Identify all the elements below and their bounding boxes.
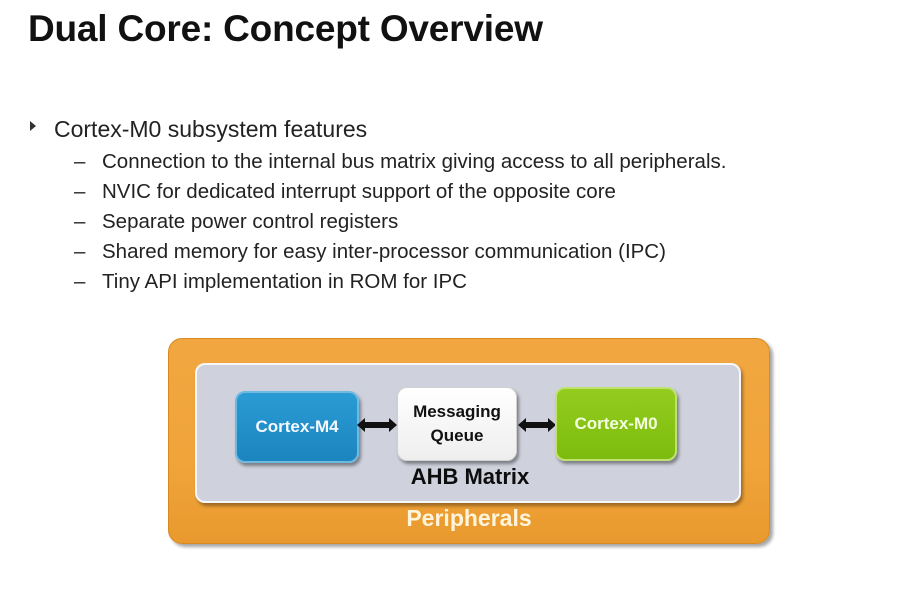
cortex-m4-block: Cortex-M4	[235, 391, 359, 463]
dash-icon: –	[74, 150, 86, 173]
dash-icon: –	[74, 210, 86, 233]
double-arrow-icon	[518, 418, 556, 432]
ahb-matrix-label: AHB Matrix	[410, 464, 530, 489]
sub-bullet-text: Shared memory for easy inter-processor c…	[102, 240, 666, 263]
bullet-text: Cortex-M0 subsystem features	[54, 116, 368, 142]
peripherals-label: Peripherals	[406, 505, 532, 531]
sub-bullet-text: NVIC for dedicated interrupt support of …	[102, 180, 616, 203]
cortex-m0-label: Cortex-M0	[574, 414, 658, 433]
queue-label-line2: Queue	[430, 426, 484, 445]
sub-bullet-text: Tiny API implementation in ROM for IPC	[102, 270, 467, 293]
cortex-m4-label: Cortex-M4	[255, 417, 339, 436]
dash-icon: –	[74, 240, 86, 263]
dual-core-diagram: AHB Matrix Cortex-M4 Messaging Queue Cor…	[168, 338, 772, 546]
cortex-m0-block: Cortex-M0	[555, 387, 677, 461]
slide-title: Dual Core: Concept Overview	[28, 8, 543, 49]
peripherals-block: AHB Matrix Cortex-M4 Messaging Queue Cor…	[168, 338, 770, 544]
double-arrow-icon	[357, 418, 397, 432]
dash-icon: –	[74, 180, 86, 203]
sub-bullet-text: Connection to the internal bus matrix gi…	[102, 150, 727, 173]
queue-label-line1: Messaging	[413, 402, 501, 421]
dash-icon: –	[74, 270, 86, 293]
messaging-queue-block: Messaging Queue	[397, 387, 517, 461]
bullet-triangle-icon	[30, 121, 36, 131]
sub-bullet-text: Separate power control registers	[102, 210, 399, 233]
